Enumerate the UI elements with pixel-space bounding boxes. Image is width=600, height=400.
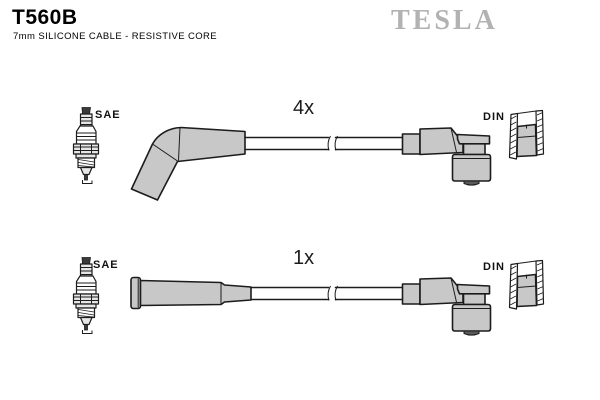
part-number: T560B bbox=[12, 6, 78, 29]
product-subtitle: 7mm SILICONE CABLE - RESISTIVE CORE bbox=[13, 31, 218, 42]
row1-quantity-label: 4x bbox=[293, 97, 315, 119]
cable-break-mark bbox=[327, 135, 338, 151]
row1-din-label: DIN bbox=[483, 111, 505, 123]
distributor-elbow-connector bbox=[401, 277, 492, 336]
row2-din-label: DIN bbox=[483, 261, 505, 273]
distributor-elbow-connector bbox=[401, 127, 492, 186]
row2-sae-label: SAE bbox=[93, 259, 119, 271]
tesla-logo: TESLA bbox=[391, 5, 498, 36]
row1-cable-assembly bbox=[72, 106, 545, 201]
cable-line bbox=[244, 135, 404, 151]
straight-boot-sae bbox=[130, 276, 252, 310]
cable-break-mark bbox=[327, 285, 338, 301]
row2-cable-assembly bbox=[72, 256, 545, 336]
cable-line bbox=[250, 285, 404, 301]
din-terminal-icon bbox=[508, 259, 545, 310]
spark-plug-icon bbox=[72, 106, 100, 185]
spark-plug-icon bbox=[72, 256, 100, 335]
din-terminal-icon bbox=[508, 109, 545, 160]
row1-sae-label: SAE bbox=[95, 109, 121, 121]
row2-quantity-label: 1x bbox=[293, 247, 315, 269]
elbow-boot-sae bbox=[130, 126, 246, 201]
